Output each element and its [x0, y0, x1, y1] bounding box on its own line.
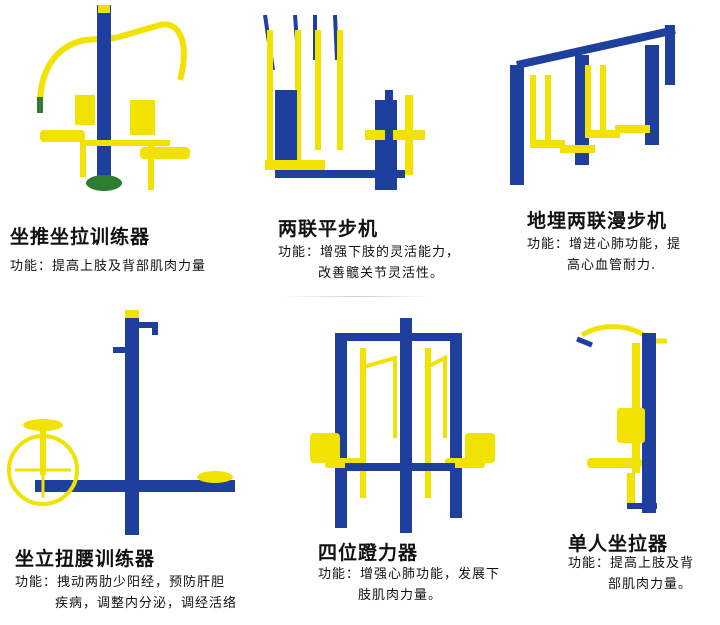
single-seated-pull-trainer-illustration — [576, 324, 667, 513]
product-description: 功能：提高上肢及背 部肌肉力量。 — [568, 553, 694, 595]
product-description: 功能：提高上肢及背部肌肉力量 — [10, 256, 206, 277]
section-divider — [282, 296, 432, 297]
product-description-line: 功能：增强下肢的灵活能力， — [278, 245, 461, 260]
product-name: 单人坐拉器 — [568, 533, 669, 555]
product-description-line: 高心血管耐力. — [567, 258, 657, 273]
product-description-line: 功能：提高上肢及背部肌肉力量 — [10, 259, 207, 274]
product-name: 坐立扭腰训练器 — [15, 548, 156, 570]
product-description-line: 部肌肉力量。 — [608, 577, 693, 592]
dual-elliptical-walker-illustration — [263, 14, 425, 190]
product-name: 四位蹬力器 — [318, 542, 419, 564]
four-seat-leg-press-illustration — [310, 318, 495, 533]
product-description: 功能：增强心肺功能，发展下 肢肌肉力量。 — [318, 564, 500, 606]
product-description-line: 功能：拽动两肋少阳经，预防肝胆 — [15, 575, 226, 590]
product-description: 功能：拽动两肋少阳经，预防肝胆 疾病，调整内分泌，调经活络 — [15, 572, 237, 614]
product-description-line: 功能：增进心肺功能，提 — [527, 237, 682, 252]
product-description-line: 功能：增强心肺功能，发展下 — [318, 567, 501, 582]
product-name: 坐推坐拉训练器 — [10, 226, 151, 248]
buried-dual-air-walker-illustration — [510, 25, 676, 185]
sit-stand-waist-twister-illustration — [7, 310, 235, 535]
product-description-line: 功能：提高上肢及背 — [568, 556, 695, 571]
product-description-line: 肢肌肉力量。 — [358, 588, 443, 603]
product-description-line: 改善髋关节灵活性。 — [318, 266, 445, 281]
product-name: 两联平步机 — [278, 218, 379, 240]
product-description: 功能：增强下肢的灵活能力， 改善髋关节灵活性。 — [278, 242, 460, 284]
product-name: 地埋两联漫步机 — [527, 210, 668, 232]
seated-push-pull-trainer-illustration — [37, 5, 190, 191]
product-description-line: 疾病，调整内分泌，调经活络 — [55, 596, 238, 611]
product-description: 功能：增进心肺功能，提 高心血管耐力. — [527, 234, 681, 276]
